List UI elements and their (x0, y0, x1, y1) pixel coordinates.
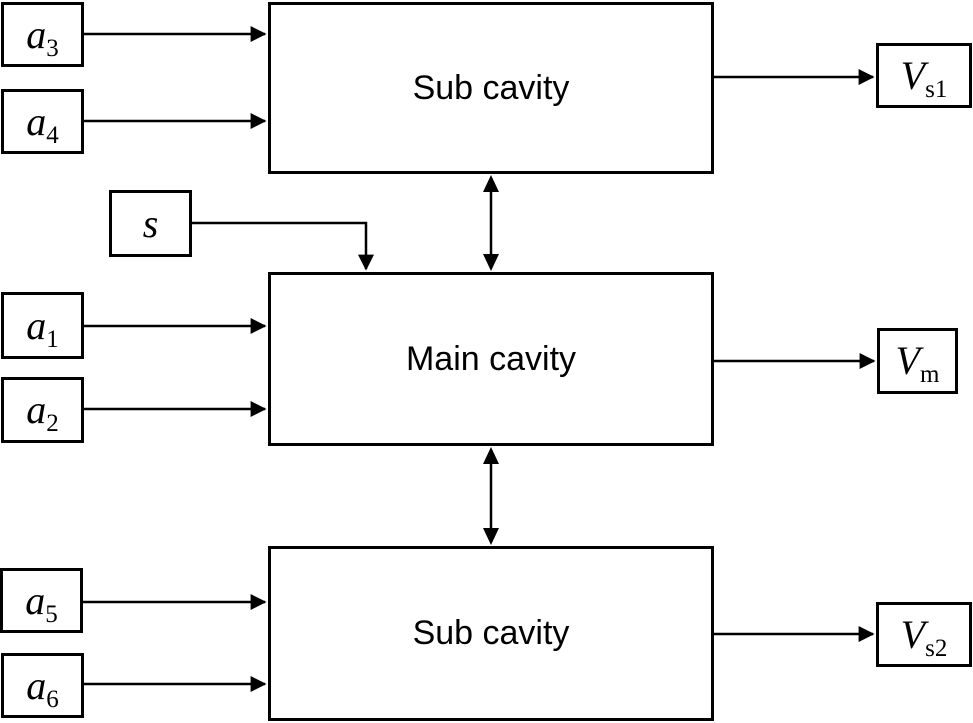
double-arrow-1-up-head (483, 175, 499, 192)
node-sub-cavity-top-label: Sub cavity (412, 68, 570, 107)
node-vs1-label: Vs1 (900, 52, 948, 102)
node-s-label: s (142, 200, 159, 246)
node-a2-label: a2 (26, 387, 59, 437)
node-vm: Vm (877, 328, 958, 394)
double-arrow-2-down-head (483, 528, 499, 545)
node-a3-label-main: a (26, 11, 47, 57)
node-vm-label-sub: m (919, 361, 940, 388)
node-a5-label-main: a (25, 577, 46, 623)
node-vm-label: Vm (895, 338, 940, 388)
node-a6-label: a6 (26, 662, 59, 712)
node-a2-label-sub: 2 (46, 410, 59, 437)
node-vs2-label: Vs2 (900, 611, 948, 661)
node-a6: a6 (1, 653, 84, 718)
node-a3-label-sub: 3 (46, 34, 59, 62)
node-a4-label-sub: 4 (46, 121, 59, 149)
node-vs1-label-sub: s1 (925, 75, 948, 103)
node-a6-label-main: a (26, 662, 47, 708)
node-a3: a3 (1, 2, 84, 67)
node-a5-label: a5 (25, 577, 58, 627)
node-a4-label-main: a (26, 98, 47, 144)
node-vs2-label-main: V (900, 611, 926, 657)
node-main-cavity: Main cavity (268, 272, 714, 446)
node-a2: a2 (1, 377, 84, 443)
node-a4: a4 (1, 89, 84, 154)
arrow-s-to-main-cavity (192, 221, 375, 271)
node-a1-label: a1 (26, 302, 59, 352)
node-vs1: Vs1 (876, 43, 972, 108)
node-a6-label-sub: 6 (46, 685, 59, 713)
node-a3-label: a3 (26, 11, 59, 61)
double-arrow-2-up-head (483, 447, 499, 464)
node-a5: a5 (0, 568, 83, 633)
node-vs2-label-sub: s2 (925, 634, 948, 662)
node-main-cavity-label: Main cavity (405, 339, 577, 378)
node-sub-cavity-bottom-label: Sub cavity (412, 614, 570, 652)
node-a5-label-sub: 5 (45, 600, 58, 628)
node-vm-label-main: V (895, 338, 920, 383)
node-a2-label-main: a (26, 387, 47, 432)
node-a1-label-main: a (26, 302, 47, 348)
node-a4-label: a4 (26, 98, 59, 148)
node-sub-cavity-top: Sub cavity (268, 2, 714, 174)
node-vs2: Vs2 (876, 602, 972, 667)
node-vs1-label-main: V (900, 52, 926, 98)
node-a1: a1 (1, 292, 84, 359)
node-s: s (109, 190, 192, 257)
node-a1-label-sub: 1 (46, 325, 59, 353)
double-arrow-1-down-head (483, 254, 499, 271)
node-s-label-main: s (142, 200, 159, 246)
node-sub-cavity-bottom: Sub cavity (268, 546, 714, 721)
